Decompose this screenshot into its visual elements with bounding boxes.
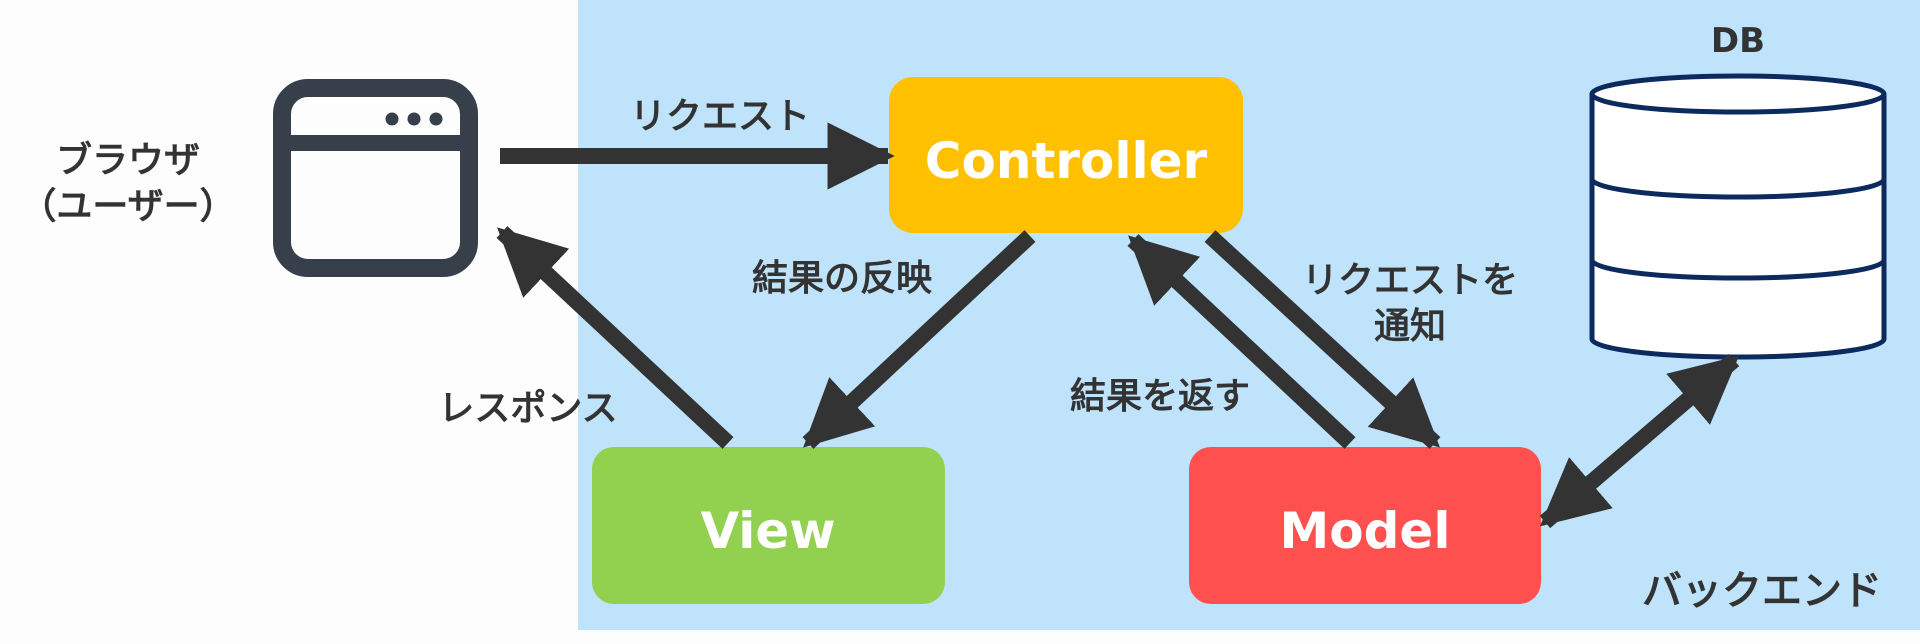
- return-result-label: 結果を返す: [1070, 376, 1250, 417]
- browser-label-line2: （ユーザー）: [20, 186, 235, 227]
- notify-request-label-line1: リクエストを: [1302, 260, 1518, 301]
- reflect-result-arrow: [802, 230, 1036, 449]
- reflect-result-label: 結果の反映: [752, 258, 932, 299]
- response-arrow: [496, 226, 734, 449]
- controller-box: [889, 77, 1243, 233]
- view-label: View: [700, 502, 835, 560]
- arrows: [496, 122, 1740, 529]
- notify-request-label-line2: 通知: [1374, 306, 1446, 347]
- response-label: レスポンス: [438, 387, 617, 429]
- browser-window-icon: [273, 79, 478, 277]
- controller-label: Controller: [925, 132, 1208, 190]
- model-label: Model: [1280, 502, 1451, 560]
- return-result-arrow: [1127, 234, 1356, 449]
- db-label: DB: [1711, 21, 1765, 61]
- request-label: リクエスト: [630, 96, 810, 137]
- browser-label-line1: ブラウザ: [56, 139, 200, 181]
- view-box: [592, 447, 945, 604]
- notify-request-arrow: [1204, 230, 1441, 449]
- model-box: [1189, 447, 1541, 604]
- database-cylinder-icon: [1589, 73, 1887, 360]
- model-db-arrow: [1539, 353, 1740, 529]
- backend-label: バックエンド: [1642, 568, 1882, 614]
